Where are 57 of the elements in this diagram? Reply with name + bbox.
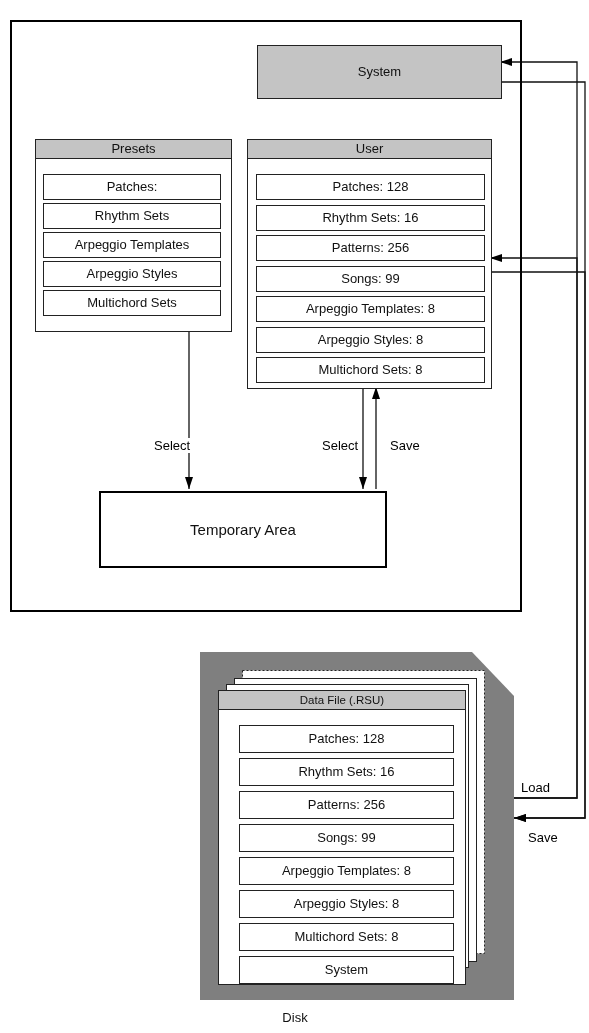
slot-label: Multichord Sets: 8	[293, 928, 400, 946]
edge-label: Load	[519, 780, 552, 795]
memory-slot	[256, 265, 485, 292]
system-label: System	[356, 63, 403, 81]
temporary-area-box	[99, 491, 387, 568]
panel-heading: Data File (.RSU)	[298, 693, 386, 708]
slot-label: Patches: 128	[307, 730, 386, 748]
system-box	[257, 45, 502, 99]
memory-slot	[43, 290, 221, 316]
slot-label: Patterns: 256	[306, 796, 387, 814]
edge-label: Save	[388, 438, 422, 453]
slot-label: Rhythm Sets: 16	[297, 763, 396, 781]
slot-label: Patches:	[105, 178, 159, 196]
slot-label: Songs: 99	[340, 269, 401, 288]
slot-label: Arpeggio Styles: 8	[292, 895, 401, 913]
memory-slot	[239, 923, 454, 951]
slot-label: Patches: 128	[331, 178, 410, 196]
slot-label: Rhythm Sets	[93, 207, 171, 225]
panel-heading: Presets	[110, 141, 157, 157]
memory-slot	[256, 235, 485, 261]
edge-label: Select	[152, 438, 193, 453]
memory-panel	[218, 690, 466, 985]
memory-slot	[239, 956, 454, 984]
memory-slot	[256, 204, 485, 231]
memory-slot	[239, 890, 454, 918]
memory-slot	[239, 857, 454, 885]
panel-heading: User	[354, 141, 385, 157]
slot-label: Multichord Sets	[86, 294, 178, 312]
disk-label: Disk	[281, 1010, 309, 1025]
slot-label: Rhythm Sets: 16	[321, 208, 420, 227]
slot-label: Arpeggio Styles: 8	[316, 330, 425, 349]
memory-slot	[43, 261, 221, 287]
slot-label: Songs: 99	[316, 829, 377, 847]
memory-slot	[239, 791, 454, 819]
slot-label: Patterns: 256	[330, 239, 411, 257]
memory-slot	[256, 326, 485, 353]
memory-slot	[239, 725, 454, 753]
slot-label: System	[323, 961, 370, 979]
memory-slot	[43, 232, 221, 258]
area-label: Temporary Area	[189, 521, 297, 538]
slot-label: Arpeggio Templates	[73, 236, 191, 254]
memory-slot	[256, 296, 485, 322]
edge-label: Select	[320, 438, 361, 453]
memory-panel	[247, 139, 492, 389]
slot-label: Arpeggio Templates: 8	[304, 300, 437, 318]
slot-label: Arpeggio Templates: 8	[280, 862, 413, 880]
memory-slot	[239, 824, 454, 852]
device-frame	[10, 20, 522, 612]
memory-panel	[35, 139, 232, 332]
memory-slot	[43, 203, 221, 229]
memory-slot	[239, 758, 454, 786]
slot-label: Multichord Sets: 8	[317, 361, 424, 379]
slot-label: Arpeggio Styles	[85, 265, 179, 283]
memory-slot	[256, 174, 485, 200]
memory-slot	[43, 174, 221, 200]
edge-label: Save	[526, 830, 560, 845]
memory-slot	[256, 357, 485, 383]
